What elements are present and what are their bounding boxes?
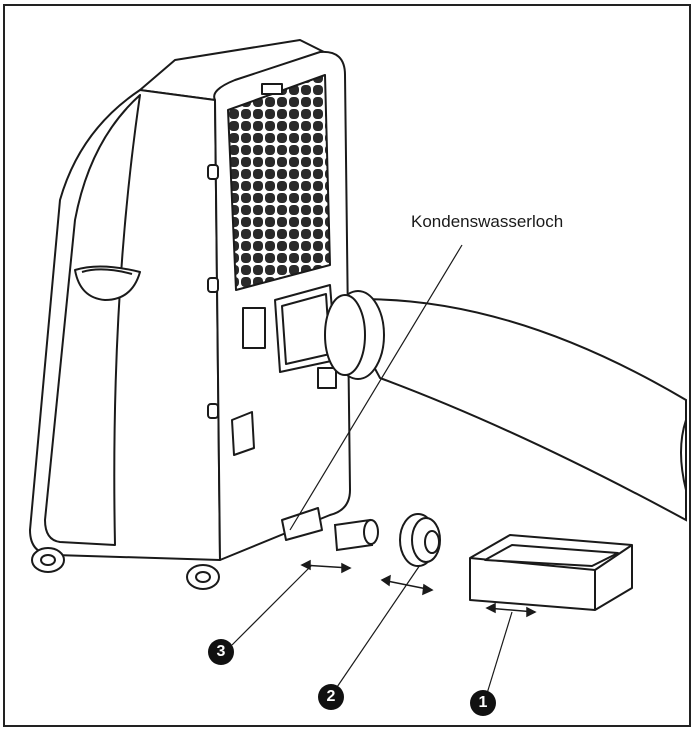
condensate-hole-label: Kondenswasserloch — [411, 212, 564, 231]
drain-outlet — [281, 507, 323, 541]
window-slider-frame — [469, 534, 633, 611]
callout-1-badge: 1 — [470, 690, 496, 716]
hose-adapter — [399, 513, 441, 567]
vent-grille — [227, 74, 331, 291]
callout-2-badge: 2 — [318, 684, 344, 710]
leader-lines — [231, 244, 513, 701]
figure-border — [3, 4, 691, 727]
callout-3-badge: 3 — [208, 639, 234, 665]
drain-plug — [333, 518, 379, 552]
air-conditioner-unit — [29, 39, 351, 590]
exhaust-hose — [324, 290, 687, 522]
